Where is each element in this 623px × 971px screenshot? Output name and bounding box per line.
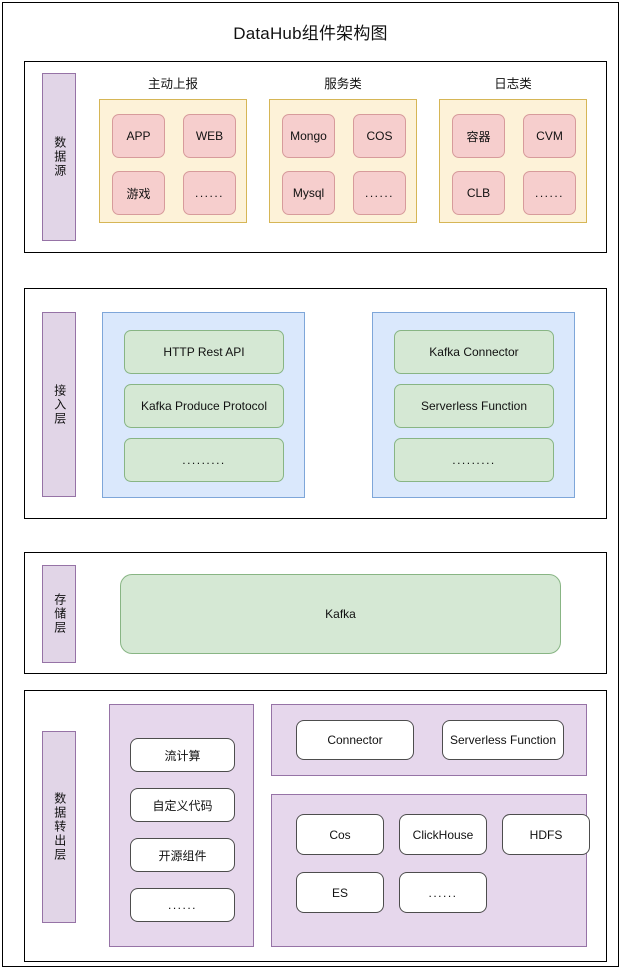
layer-data-source: 数据源 主动上报 APP WEB 游戏 ...... 服务类 Mongo COS… [24,61,607,253]
group-log: 容器 CVM CLB ...... [439,99,587,223]
group-access-left: HTTP Rest API Kafka Produce Protocol ...… [102,312,305,498]
node-http-rest-api[interactable]: HTTP Rest API [124,330,284,374]
node-connector[interactable]: Connector [296,720,414,760]
node-open-source-component[interactable]: 开源组件 [130,838,235,872]
layer-storage: 存储层 Kafka [24,552,607,674]
node-stream-compute[interactable]: 流计算 [130,738,235,772]
node-more-export-sinks[interactable]: ...... [399,872,487,913]
group-export-sinks: Cos ClickHouse HDFS ES ...... [271,794,590,947]
node-clickhouse[interactable]: ClickHouse [399,814,487,855]
node-custom-code[interactable]: 自定义代码 [130,788,235,822]
node-more-access-left[interactable]: ......... [124,438,284,482]
node-game[interactable]: 游戏 [112,171,165,215]
layer-label-access: 接入层 [42,312,76,497]
node-cos[interactable]: COS [353,114,406,158]
group-active-report: APP WEB 游戏 ...... [99,99,247,223]
group-caption-service: 服务类 [324,77,362,91]
layer-access: 接入层 HTTP Rest API Kafka Produce Protocol… [24,288,607,519]
group-export-connectors: Connector Serverless Function [271,704,587,776]
group-export-compute: 流计算 自定义代码 开源组件 ...... [109,704,254,947]
node-kafka[interactable]: Kafka [120,574,561,654]
node-hdfs[interactable]: HDFS [502,814,590,855]
node-kafka-produce-protocol[interactable]: Kafka Produce Protocol [124,384,284,428]
node-cvm[interactable]: CVM [523,114,576,158]
node-more-active-report[interactable]: ...... [183,171,236,215]
node-app[interactable]: APP [112,114,165,158]
node-serverless-function-access[interactable]: Serverless Function [394,384,554,428]
node-cos-sink[interactable]: Cos [296,814,384,855]
group-service: Mongo COS Mysql ...... [269,99,417,223]
group-caption-active-report: 主动上报 [147,77,198,91]
node-more-log[interactable]: ...... [523,171,576,215]
node-more-access-right[interactable]: ......... [394,438,554,482]
group-caption-log: 日志类 [494,77,532,91]
node-web[interactable]: WEB [183,114,236,158]
layer-label-data-source: 数据源 [42,73,76,241]
node-es[interactable]: ES [296,872,384,913]
page-title: DataHub组件架构图 [233,24,388,43]
node-mongo[interactable]: Mongo [282,114,335,158]
layer-label-export: 数据转出层 [42,731,76,923]
node-serverless-function-export[interactable]: Serverless Function [442,720,564,760]
node-container[interactable]: 容器 [452,114,505,158]
layer-export: 数据转出层 流计算 自定义代码 开源组件 ...... Connector Se… [24,690,607,962]
node-mysql[interactable]: Mysql [282,171,335,215]
node-kafka-connector[interactable]: Kafka Connector [394,330,554,374]
node-clb[interactable]: CLB [452,171,505,215]
node-more-export-compute[interactable]: ...... [130,888,235,922]
node-more-service[interactable]: ...... [353,171,406,215]
layer-label-storage: 存储层 [42,565,76,663]
group-access-right: Kafka Connector Serverless Function ....… [372,312,575,498]
